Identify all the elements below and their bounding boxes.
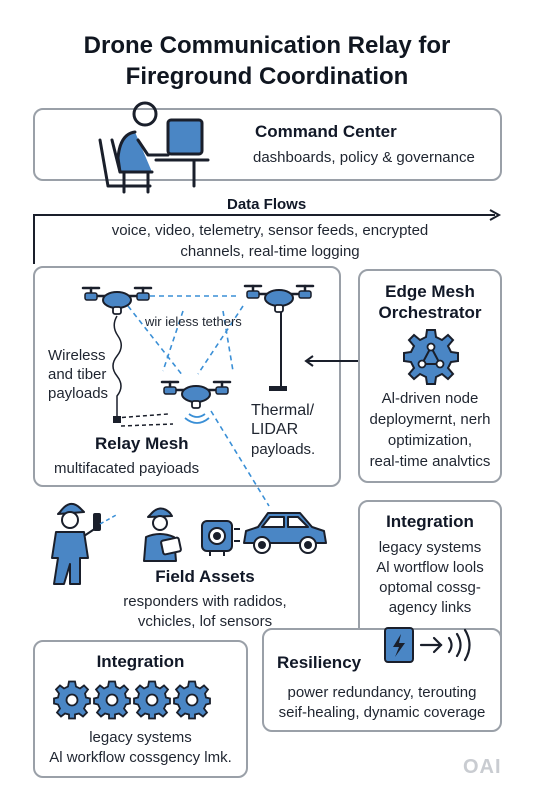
relay-mesh-desc: multifacated payioads [54, 460, 200, 477]
drone-network-diagram [81, 284, 315, 507]
field-assets-line-2: vchicles, lof sensors [137, 613, 273, 630]
integration-left-heading: Integration [96, 652, 185, 671]
responder-with-radio-icon [51, 502, 119, 585]
edge-mesh-heading-line-1: Edge Mesh [385, 282, 475, 301]
sensor-device-icon [201, 520, 240, 556]
title-line-1: Drone Communication Relay for [83, 32, 451, 59]
command-center-desc: dashboards, policy & governance [253, 149, 475, 166]
field-assets-line-1: responders with radidos, [123, 593, 287, 610]
watermark-logo: OAI [463, 756, 502, 778]
integration-right-line-2: Al wortflow lools [376, 559, 484, 576]
resiliency-line-1: power redundancy, terouting [287, 684, 477, 701]
integration-right-heading: Integration [386, 512, 474, 531]
left-payload-line-3: payloads [48, 385, 109, 402]
resiliency-line-2: seif-healing, dynamic coverage [278, 704, 486, 721]
resiliency-heading: Resiliency [277, 653, 362, 672]
edge-mesh-line-4: real-time analvtics [369, 453, 491, 470]
integration-right-line-1: legacy systems [378, 539, 482, 556]
edge-mesh-line-1: Al-driven node [381, 390, 479, 407]
gears-icon [53, 680, 211, 720]
responder-with-tablet-icon [143, 507, 182, 562]
vehicle-icon [243, 512, 327, 554]
integration-right-box [358, 500, 502, 650]
relay-mesh-heading: Relay Mesh [95, 434, 189, 453]
data-flows-arrow [33, 209, 502, 264]
integration-left-line-2: Al workflow cossgency lmk. [49, 749, 232, 766]
data-flows-line-2: channels, real-time logging [180, 243, 360, 260]
title-line-2: Fireground Coordination [125, 63, 409, 90]
command-center-heading: Command Center [255, 122, 397, 141]
data-flows-heading: Data Flows [227, 196, 307, 213]
power-signal-icon [384, 627, 471, 663]
edge-mesh-line-2: deploymernt, nerh [369, 411, 491, 428]
data-flows-line-1: voice, video, telemetry, sensor feeds, e… [111, 222, 429, 239]
integration-right-line-3: optomal cossg- [379, 579, 481, 596]
command-center-box [33, 108, 502, 181]
right-payload-line-1: Thermal/ [251, 402, 315, 419]
integration-right-line-4: agency links [388, 599, 472, 616]
gear-network-icon [403, 329, 459, 385]
left-payload-line-1: Wireless [48, 347, 106, 364]
field-assets-heading: Field Assets [155, 567, 255, 586]
right-payload-line-2: LIDAR [251, 421, 299, 438]
page-title: Drone Communication Relay for Fireground… [0, 30, 534, 92]
edge-mesh-line-3: optimization, [387, 432, 473, 449]
right-payload-line-3: payloads. [251, 441, 316, 458]
tether-label: wir ieless tethers [145, 314, 242, 329]
edge-mesh-heading-line-2: Orchestrator [378, 303, 482, 322]
left-payload-line-2: and tiber [48, 366, 107, 383]
integration-left-line-1: legacy systems [89, 729, 192, 746]
resiliency-box [262, 628, 502, 732]
operator-at-desk-icon [98, 101, 210, 194]
